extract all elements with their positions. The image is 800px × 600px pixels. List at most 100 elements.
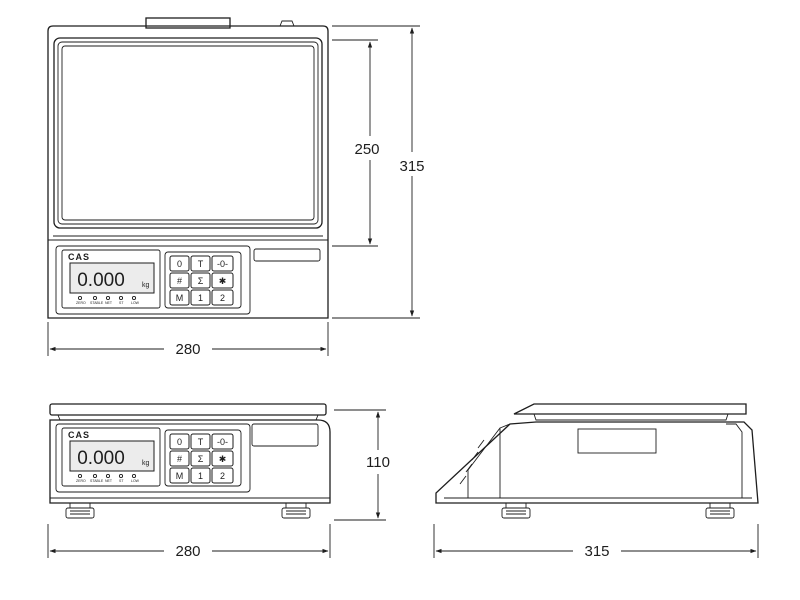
front-keypad: 0 T -0- # Σ ✱ M 1 2 (169, 433, 234, 484)
dimension-top-width: 280 (47, 322, 329, 358)
top-key-2-label: 2 (220, 293, 225, 303)
top-key-star[interactable] (211, 272, 234, 289)
front-slot (251, 423, 319, 447)
front-view: CAS 0.000 kg ZERO STABLE NET ST LOW 0 T … (49, 403, 331, 519)
front-key-0[interactable] (169, 433, 190, 450)
front-keypad-frame (164, 429, 242, 487)
dimension-315-top-label: 315 (399, 158, 424, 175)
front-indicator-label-1: STABLE (90, 479, 104, 483)
dimension-front-width: 280 (47, 524, 331, 560)
front-lcd-unit: kg (142, 460, 150, 467)
front-key-1[interactable] (190, 467, 211, 484)
front-foot-right (281, 502, 311, 519)
dimension-250-label: 250 (354, 141, 379, 158)
top-key-m-label: M (176, 293, 184, 303)
top-indicator-label-1: STABLE (90, 301, 104, 305)
dimension-side-depth: 315 (433, 524, 759, 560)
top-key-zero[interactable] (211, 255, 234, 272)
front-control-panel (55, 423, 251, 493)
top-indicator-label-2: NET (105, 301, 113, 305)
top-clip (279, 20, 295, 27)
dimension-110-label: 110 (366, 454, 390, 471)
top-key-sum-label: Σ (198, 276, 204, 286)
dimension-280-top-label: 280 (175, 341, 200, 358)
dimension-height: 110 (334, 409, 390, 521)
top-control-panel (55, 245, 251, 315)
front-key-2[interactable] (211, 467, 234, 484)
side-foot-rear (705, 502, 735, 519)
front-indicator-label-4: LOW (131, 479, 140, 483)
top-display-frame (61, 249, 161, 309)
side-body-outline (435, 421, 759, 504)
top-indicator-label-4: LOW (131, 301, 140, 305)
side-platter-support (533, 413, 729, 421)
top-slot (253, 248, 321, 262)
front-key-m-label: M (176, 471, 184, 481)
front-key-0-label: 0 (177, 437, 182, 447)
top-keypad: 0 T -0- # Σ ✱ M 1 2 (169, 255, 234, 306)
front-key-star[interactable] (211, 450, 234, 467)
front-indicator-label-3: ST (119, 479, 124, 483)
front-key-zero[interactable] (211, 433, 234, 450)
top-key-tare[interactable] (190, 255, 211, 272)
front-foot-left (65, 502, 95, 519)
top-key-1-label: 1 (198, 293, 203, 303)
front-platter (49, 403, 327, 416)
front-key-sum-label: Σ (198, 454, 204, 464)
top-indicator-dots: ZERO STABLE NET ST LOW (76, 295, 140, 305)
dimension-315-side-label: 315 (584, 543, 609, 560)
top-handle (145, 17, 231, 29)
front-indicator-label-2: NET (105, 479, 113, 483)
top-brand-logo: CAS (68, 252, 90, 262)
top-keypad-frame (164, 251, 242, 309)
top-indicator-label-3: ST (119, 301, 124, 305)
front-key-sum[interactable] (190, 450, 211, 467)
top-key-star-label: ✱ (219, 276, 227, 286)
dimension-280-front-label: 280 (175, 543, 200, 560)
top-lcd-value: 0.000 (77, 270, 125, 291)
top-key-2[interactable] (211, 289, 234, 306)
front-key-star-label: ✱ (219, 454, 227, 464)
side-view (435, 403, 759, 519)
front-key-tare[interactable] (190, 433, 211, 450)
front-lcd (69, 440, 155, 472)
front-key-hash-label: # (177, 454, 182, 464)
top-key-zero-label: -0- (217, 259, 228, 269)
side-panel-edge (499, 423, 511, 498)
top-key-tare-label: T (198, 259, 204, 269)
top-key-0-label: 0 (177, 259, 182, 269)
top-body-outline (47, 25, 329, 319)
top-key-m[interactable] (169, 289, 190, 306)
top-key-sum[interactable] (190, 272, 211, 289)
front-indicator-label-0: ZERO (76, 479, 86, 483)
side-platter (513, 403, 747, 415)
top-indicator-label-0: ZERO (76, 301, 86, 305)
dimension-total-depth: 315 (332, 25, 425, 319)
front-key-2-label: 2 (220, 471, 225, 481)
front-key-m[interactable] (169, 467, 190, 484)
side-foot-front (501, 502, 531, 519)
platter-inner (57, 41, 319, 225)
front-indicator-dots: ZERO STABLE NET ST LOW (76, 473, 140, 483)
platter-outer (53, 37, 323, 229)
front-body-outline (49, 419, 331, 504)
top-key-1[interactable] (190, 289, 211, 306)
top-lcd-unit: kg (142, 282, 150, 289)
front-key-zero-label: -0- (217, 437, 228, 447)
side-key-ridges (459, 439, 485, 485)
side-rear-panel (726, 423, 743, 498)
dimension-platter-depth: 250 (332, 39, 380, 247)
platter-surface (61, 45, 315, 221)
top-key-0[interactable] (169, 255, 190, 272)
front-key-hash[interactable] (169, 450, 190, 467)
front-lcd-value: 0.000 (77, 448, 125, 469)
front-key-1-label: 1 (198, 471, 203, 481)
front-brand-logo: CAS (68, 430, 90, 440)
front-display-frame (61, 427, 161, 487)
top-view: CAS 0.000 kg ZERO STABLE NET ST LOW 0 T … (47, 17, 329, 319)
top-lcd (69, 262, 155, 294)
front-platter-support (57, 414, 319, 421)
top-key-hash[interactable] (169, 272, 190, 289)
top-key-hash-label: # (177, 276, 182, 286)
